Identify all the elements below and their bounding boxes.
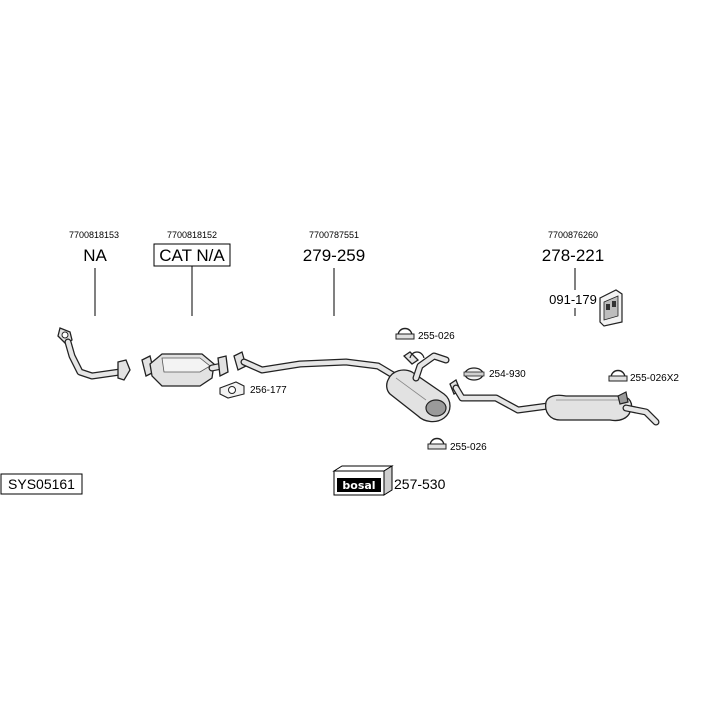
clamp-upper-icon [395,327,415,340]
gasket-icon [219,381,245,399]
brand-part-code[interactable]: 257-530 [394,476,446,492]
part-code-clamp-lower[interactable]: 255-026 [450,442,487,453]
clamp-mid-icon [463,367,485,381]
front-pipe-icon [57,327,131,381]
part-code-clamp-mid[interactable]: 254-930 [489,369,526,380]
bosal-logo-text: bosal [342,479,375,492]
part-code-clamp-upper[interactable]: 255-026 [418,331,455,342]
clamp-lower-icon [427,437,447,450]
part-ref-rear-silencer: 7700876260 [548,230,598,240]
middle-pipe-icon [233,351,402,382]
part-ref-cat: 7700818152 [167,230,217,240]
part-code-na[interactable]: NA [83,246,107,265]
bosal-logo-icon: bosal [332,465,394,496]
part-ref-middle-pipe: 7700787551 [309,230,359,240]
clamp-rear-icon [608,369,628,382]
front-silencer-icon [386,351,451,423]
part-code-mounting-kit[interactable]: 091-179 [549,292,597,307]
part-ref-na: 7700818153 [69,230,119,240]
catalytic-converter-icon [141,353,229,387]
part-code-rear-silencer[interactable]: 278-221 [542,246,604,265]
system-code-box [0,473,83,495]
part-code-middle-pipe[interactable]: 279-259 [303,246,365,265]
system-code[interactable]: SYS05161 [8,476,75,492]
mounting-bracket-icon [599,289,623,327]
part-code-clamp-rear[interactable]: 255-026X2 [630,373,679,384]
part-code-cat[interactable]: CAT N/A [159,246,225,265]
rear-silencer-icon [449,379,660,426]
part-code-gasket[interactable]: 256-177 [250,385,287,396]
